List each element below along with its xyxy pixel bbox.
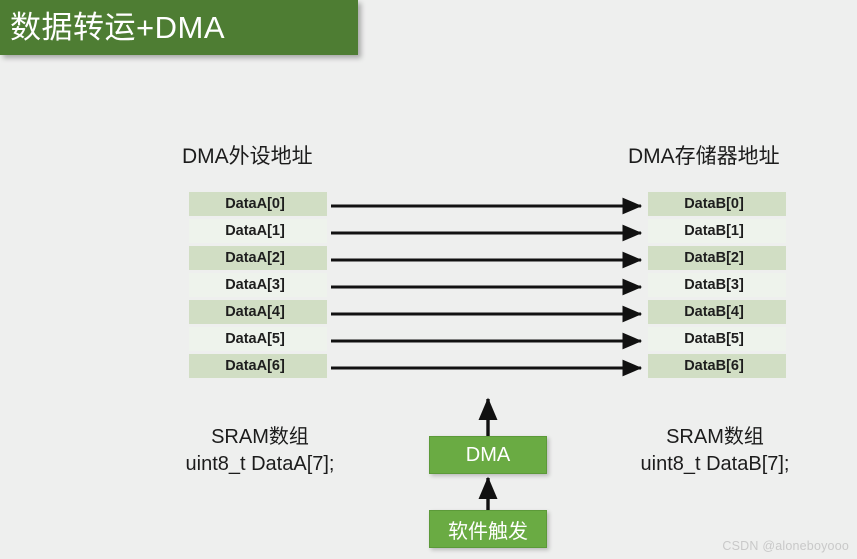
- table-row: DataB[5]: [648, 327, 786, 351]
- left-column-heading: DMA外设地址: [182, 145, 313, 168]
- title-banner: 数据转运+DMA: [0, 0, 358, 55]
- page-title: 数据转运+DMA: [10, 9, 225, 45]
- table-row: DataA[2]: [189, 246, 327, 270]
- table-row: DataB[2]: [648, 246, 786, 270]
- dma-box: DMA: [429, 436, 547, 474]
- left-caption-line1: SRAM数组: [211, 426, 309, 448]
- table-row: DataA[0]: [189, 192, 327, 216]
- left-caption-line2: uint8_t DataA[7];: [185, 453, 335, 475]
- right-caption: SRAM数组 uint8_t DataB[7];: [625, 424, 805, 478]
- right-data-table: DataB[0] DataB[1] DataB[2] DataB[3] Data…: [648, 192, 786, 381]
- table-row: DataB[1]: [648, 219, 786, 243]
- table-row: DataA[1]: [189, 219, 327, 243]
- table-row: DataA[6]: [189, 354, 327, 378]
- right-caption-line1: SRAM数组: [666, 426, 764, 448]
- table-row: DataA[5]: [189, 327, 327, 351]
- left-data-table: DataA[0] DataA[1] DataA[2] DataA[3] Data…: [189, 192, 327, 381]
- right-caption-line2: uint8_t DataB[7];: [640, 453, 790, 475]
- watermark: CSDN @aloneboyooo: [722, 539, 849, 553]
- left-caption: SRAM数组 uint8_t DataA[7];: [170, 424, 350, 478]
- transfer-arrow-group: [331, 197, 643, 377]
- table-row: DataB[4]: [648, 300, 786, 324]
- software-trigger-box: 软件触发: [429, 510, 547, 548]
- table-row: DataA[3]: [189, 273, 327, 297]
- table-row: DataB[0]: [648, 192, 786, 216]
- table-row: DataA[4]: [189, 300, 327, 324]
- table-row: DataB[6]: [648, 354, 786, 378]
- right-column-heading: DMA存储器地址: [628, 145, 780, 168]
- table-row: DataB[3]: [648, 273, 786, 297]
